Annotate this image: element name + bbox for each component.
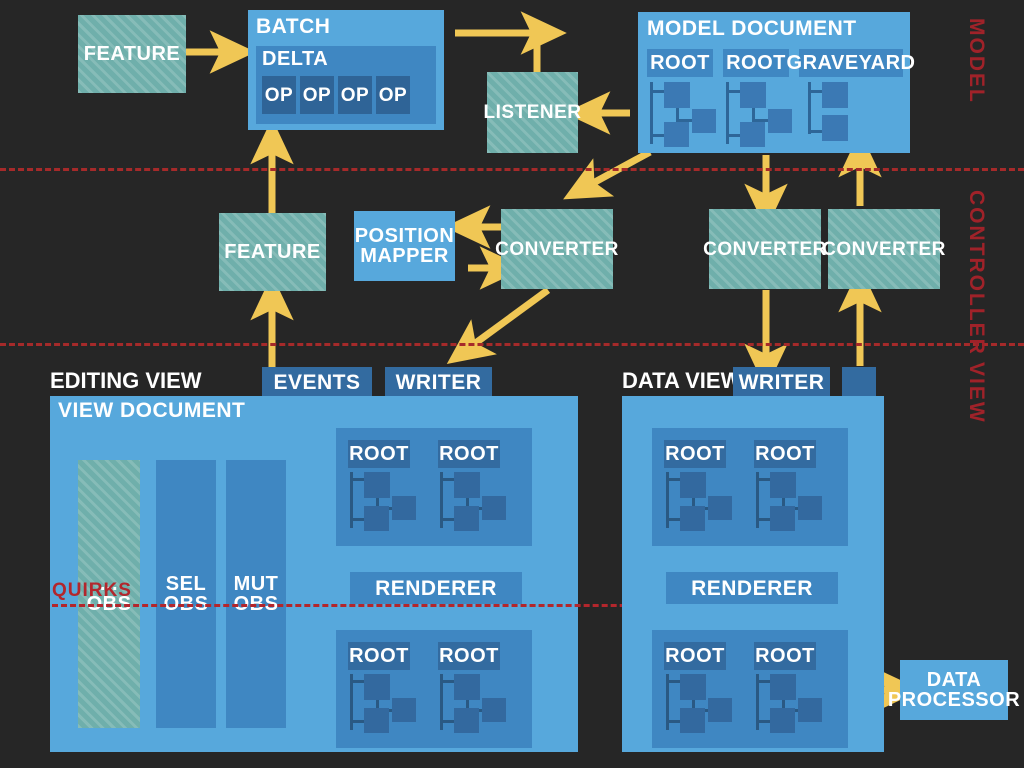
editing-view-document-box[interactable]: VIEW DOCUMENT ... OBS SEL OBS MUT OBS RO… <box>50 396 578 752</box>
delta-box[interactable]: DELTA OP OP OP OP <box>256 46 436 124</box>
editing-tree-glyph <box>440 472 514 534</box>
converter-data-down-label: CONVERTER <box>703 238 827 260</box>
editing-writer-label: WRITER <box>395 370 482 394</box>
data-processor-box[interactable]: DATA PROCESSOR <box>888 660 1020 720</box>
converter-data-up-label: CONVERTER <box>822 238 946 260</box>
model-root-label: ROOT <box>650 52 710 74</box>
editing-tree-glyph <box>350 472 424 534</box>
data-processor-label: DATA PROCESSOR <box>887 669 1021 711</box>
data-writer-label: WRITER <box>738 370 825 394</box>
data-tree-glyph <box>666 674 740 736</box>
op-label: OP <box>340 84 370 106</box>
editing-tree-glyph <box>440 674 514 736</box>
divider-controller-view <box>0 343 1024 346</box>
model-tree-glyph <box>650 82 720 147</box>
data-renderer-box[interactable]: RENDERER <box>666 572 838 604</box>
model-root-box[interactable]: ROOT <box>647 49 713 77</box>
editing-events-label: EVENTS <box>273 370 361 394</box>
editing-root-label: ROOT <box>349 443 409 465</box>
data-tree-glyph <box>756 472 830 534</box>
op-box[interactable]: OP <box>300 76 334 114</box>
editing-root-box[interactable]: ROOT <box>438 642 500 670</box>
model-root-box[interactable]: ROOT <box>723 49 789 77</box>
data-roots-upper-group: ROOT ROOT <box>652 428 848 546</box>
data-root-box[interactable]: ROOT <box>664 642 726 670</box>
editing-tree-glyph <box>350 674 424 736</box>
observer-sel-box[interactable]: SEL OBS <box>156 460 216 728</box>
data-root-box[interactable]: ROOT <box>664 440 726 468</box>
position-mapper-box[interactable]: POSITION MAPPER <box>354 211 455 281</box>
editing-root-box[interactable]: ROOT <box>348 440 410 468</box>
editing-renderer-box[interactable]: RENDERER <box>350 572 522 604</box>
editing-root-label: ROOT <box>349 645 409 667</box>
op-label: OP <box>264 84 294 106</box>
divider-quirks <box>52 604 878 607</box>
model-graveyard-label: GRAVEYARD <box>786 52 916 74</box>
converter-editing-box[interactable]: CONVERTER <box>495 209 618 289</box>
observer-mut-label: MUT OBS <box>233 573 279 615</box>
op-label: OP <box>302 84 332 106</box>
quirks-label: QUIRKS <box>52 580 132 601</box>
data-root-label: ROOT <box>755 443 815 465</box>
converter-data-up-box[interactable]: CONVERTER <box>822 209 945 289</box>
editing-root-box[interactable]: ROOT <box>348 642 410 670</box>
data-root-label: ROOT <box>755 645 815 667</box>
data-root-box[interactable]: ROOT <box>754 642 816 670</box>
model-feature-label: FEATURE <box>83 43 181 65</box>
editing-root-box[interactable]: ROOT <box>438 440 500 468</box>
divider-model-controller <box>0 168 1024 171</box>
graveyard-tree-glyph <box>808 82 868 147</box>
layer-label-model: MODEL <box>965 18 988 104</box>
editing-root-label: ROOT <box>439 443 499 465</box>
op-box[interactable]: OP <box>262 76 296 114</box>
model-tree-glyph <box>726 82 796 147</box>
editing-writer-box[interactable]: WRITER <box>385 367 492 397</box>
observer-sel-label: SEL OBS <box>163 573 209 615</box>
data-tree-glyph <box>666 472 740 534</box>
editing-events-box[interactable]: EVENTS <box>262 367 372 397</box>
converter-data-down-box[interactable]: CONVERTER <box>703 209 826 289</box>
data-root-box[interactable]: ROOT <box>754 440 816 468</box>
op-box[interactable]: OP <box>376 76 410 114</box>
layer-label-view: VIEW <box>965 362 988 424</box>
editing-renderer-label: RENDERER <box>375 576 497 600</box>
data-tree-glyph <box>756 674 830 736</box>
data-renderer-label: RENDERER <box>691 576 813 600</box>
data-root-label: ROOT <box>665 443 725 465</box>
editing-roots-upper-group: ROOT ROOT <box>336 428 532 546</box>
editing-root-label: ROOT <box>439 645 499 667</box>
observer-mut-box[interactable]: MUT OBS <box>226 460 286 728</box>
model-document-box[interactable]: MODEL DOCUMENT ROOT ROOT GRAVEYARD <box>638 12 915 153</box>
editing-roots-lower-group: ROOT ROOT <box>336 630 532 748</box>
view-document-title: VIEW DOCUMENT <box>58 399 246 422</box>
data-root-label: ROOT <box>665 645 725 667</box>
model-graveyard-box[interactable]: GRAVEYARD <box>787 49 915 77</box>
controller-feature-box[interactable]: FEATURE <box>219 213 326 291</box>
batch-box[interactable]: BATCH DELTA OP OP OP OP <box>248 10 444 130</box>
data-reader-stub-box[interactable] <box>842 367 876 397</box>
model-feature-box[interactable]: FEATURE <box>78 15 186 93</box>
data-view-document-box[interactable]: ROOT ROOT <box>622 396 884 752</box>
batch-title: BATCH <box>256 15 331 38</box>
listener-box[interactable]: LISTENER <box>484 72 581 153</box>
observer-other-box[interactable]: ... OBS <box>78 460 140 728</box>
converter-editing-label: CONVERTER <box>495 238 619 260</box>
model-document-title: MODEL DOCUMENT <box>647 17 857 40</box>
position-mapper-label: POSITION MAPPER <box>354 225 455 267</box>
data-view-title: DATA VIEW <box>622 368 742 393</box>
model-root-label: ROOT <box>726 52 786 74</box>
data-roots-lower-group: ROOT ROOT <box>652 630 848 748</box>
layer-label-controller: CONTROLLER <box>965 190 988 356</box>
delta-title: DELTA <box>262 48 329 70</box>
op-box[interactable]: OP <box>338 76 372 114</box>
data-writer-box[interactable]: WRITER <box>733 367 830 397</box>
editing-view-title: EDITING VIEW <box>50 368 202 393</box>
listener-label: LISTENER <box>483 102 582 123</box>
op-label: OP <box>378 84 408 106</box>
controller-feature-label: FEATURE <box>224 241 321 263</box>
